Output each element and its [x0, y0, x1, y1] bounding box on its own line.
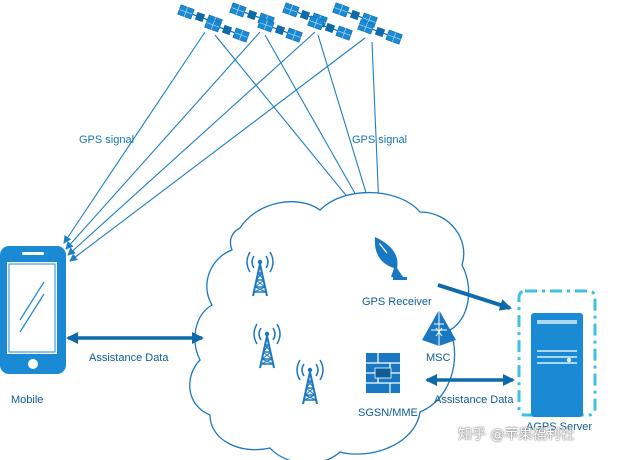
satellite-icon	[204, 17, 250, 43]
watermark: 知乎 @苹果福利社	[458, 427, 575, 443]
agps-server	[517, 289, 597, 417]
firewall-icon	[366, 353, 400, 393]
server-icon	[531, 313, 583, 417]
assistance-data-label-right: Assistance Data	[434, 394, 514, 406]
gps-signal-lines-mobile	[63, 31, 366, 262]
satellite-icon	[357, 19, 403, 45]
gps-receiver-label: GPS Receiver	[362, 296, 432, 308]
msc-label: MSC	[426, 352, 451, 364]
assistance-data-label-left: Assistance Data	[89, 352, 169, 364]
satellites	[177, 2, 403, 45]
mobile-label: Mobile	[11, 394, 44, 406]
network-cloud	[189, 191, 470, 460]
satellite-icon	[257, 17, 303, 43]
dish-icon	[374, 237, 407, 280]
msc-pyramid-icon	[422, 310, 456, 346]
gps-signal-label-left: GPS signal	[79, 134, 135, 146]
receiver-to-server-arrow	[437, 283, 512, 311]
sgsn-mme-label: SGSN/MME	[358, 407, 418, 419]
satellite-icon	[307, 15, 353, 41]
agps-server-label: AGPS Server	[526, 421, 593, 433]
phone-icon	[0, 246, 66, 374]
gps-signal-label-right: GPS signal	[352, 134, 408, 146]
